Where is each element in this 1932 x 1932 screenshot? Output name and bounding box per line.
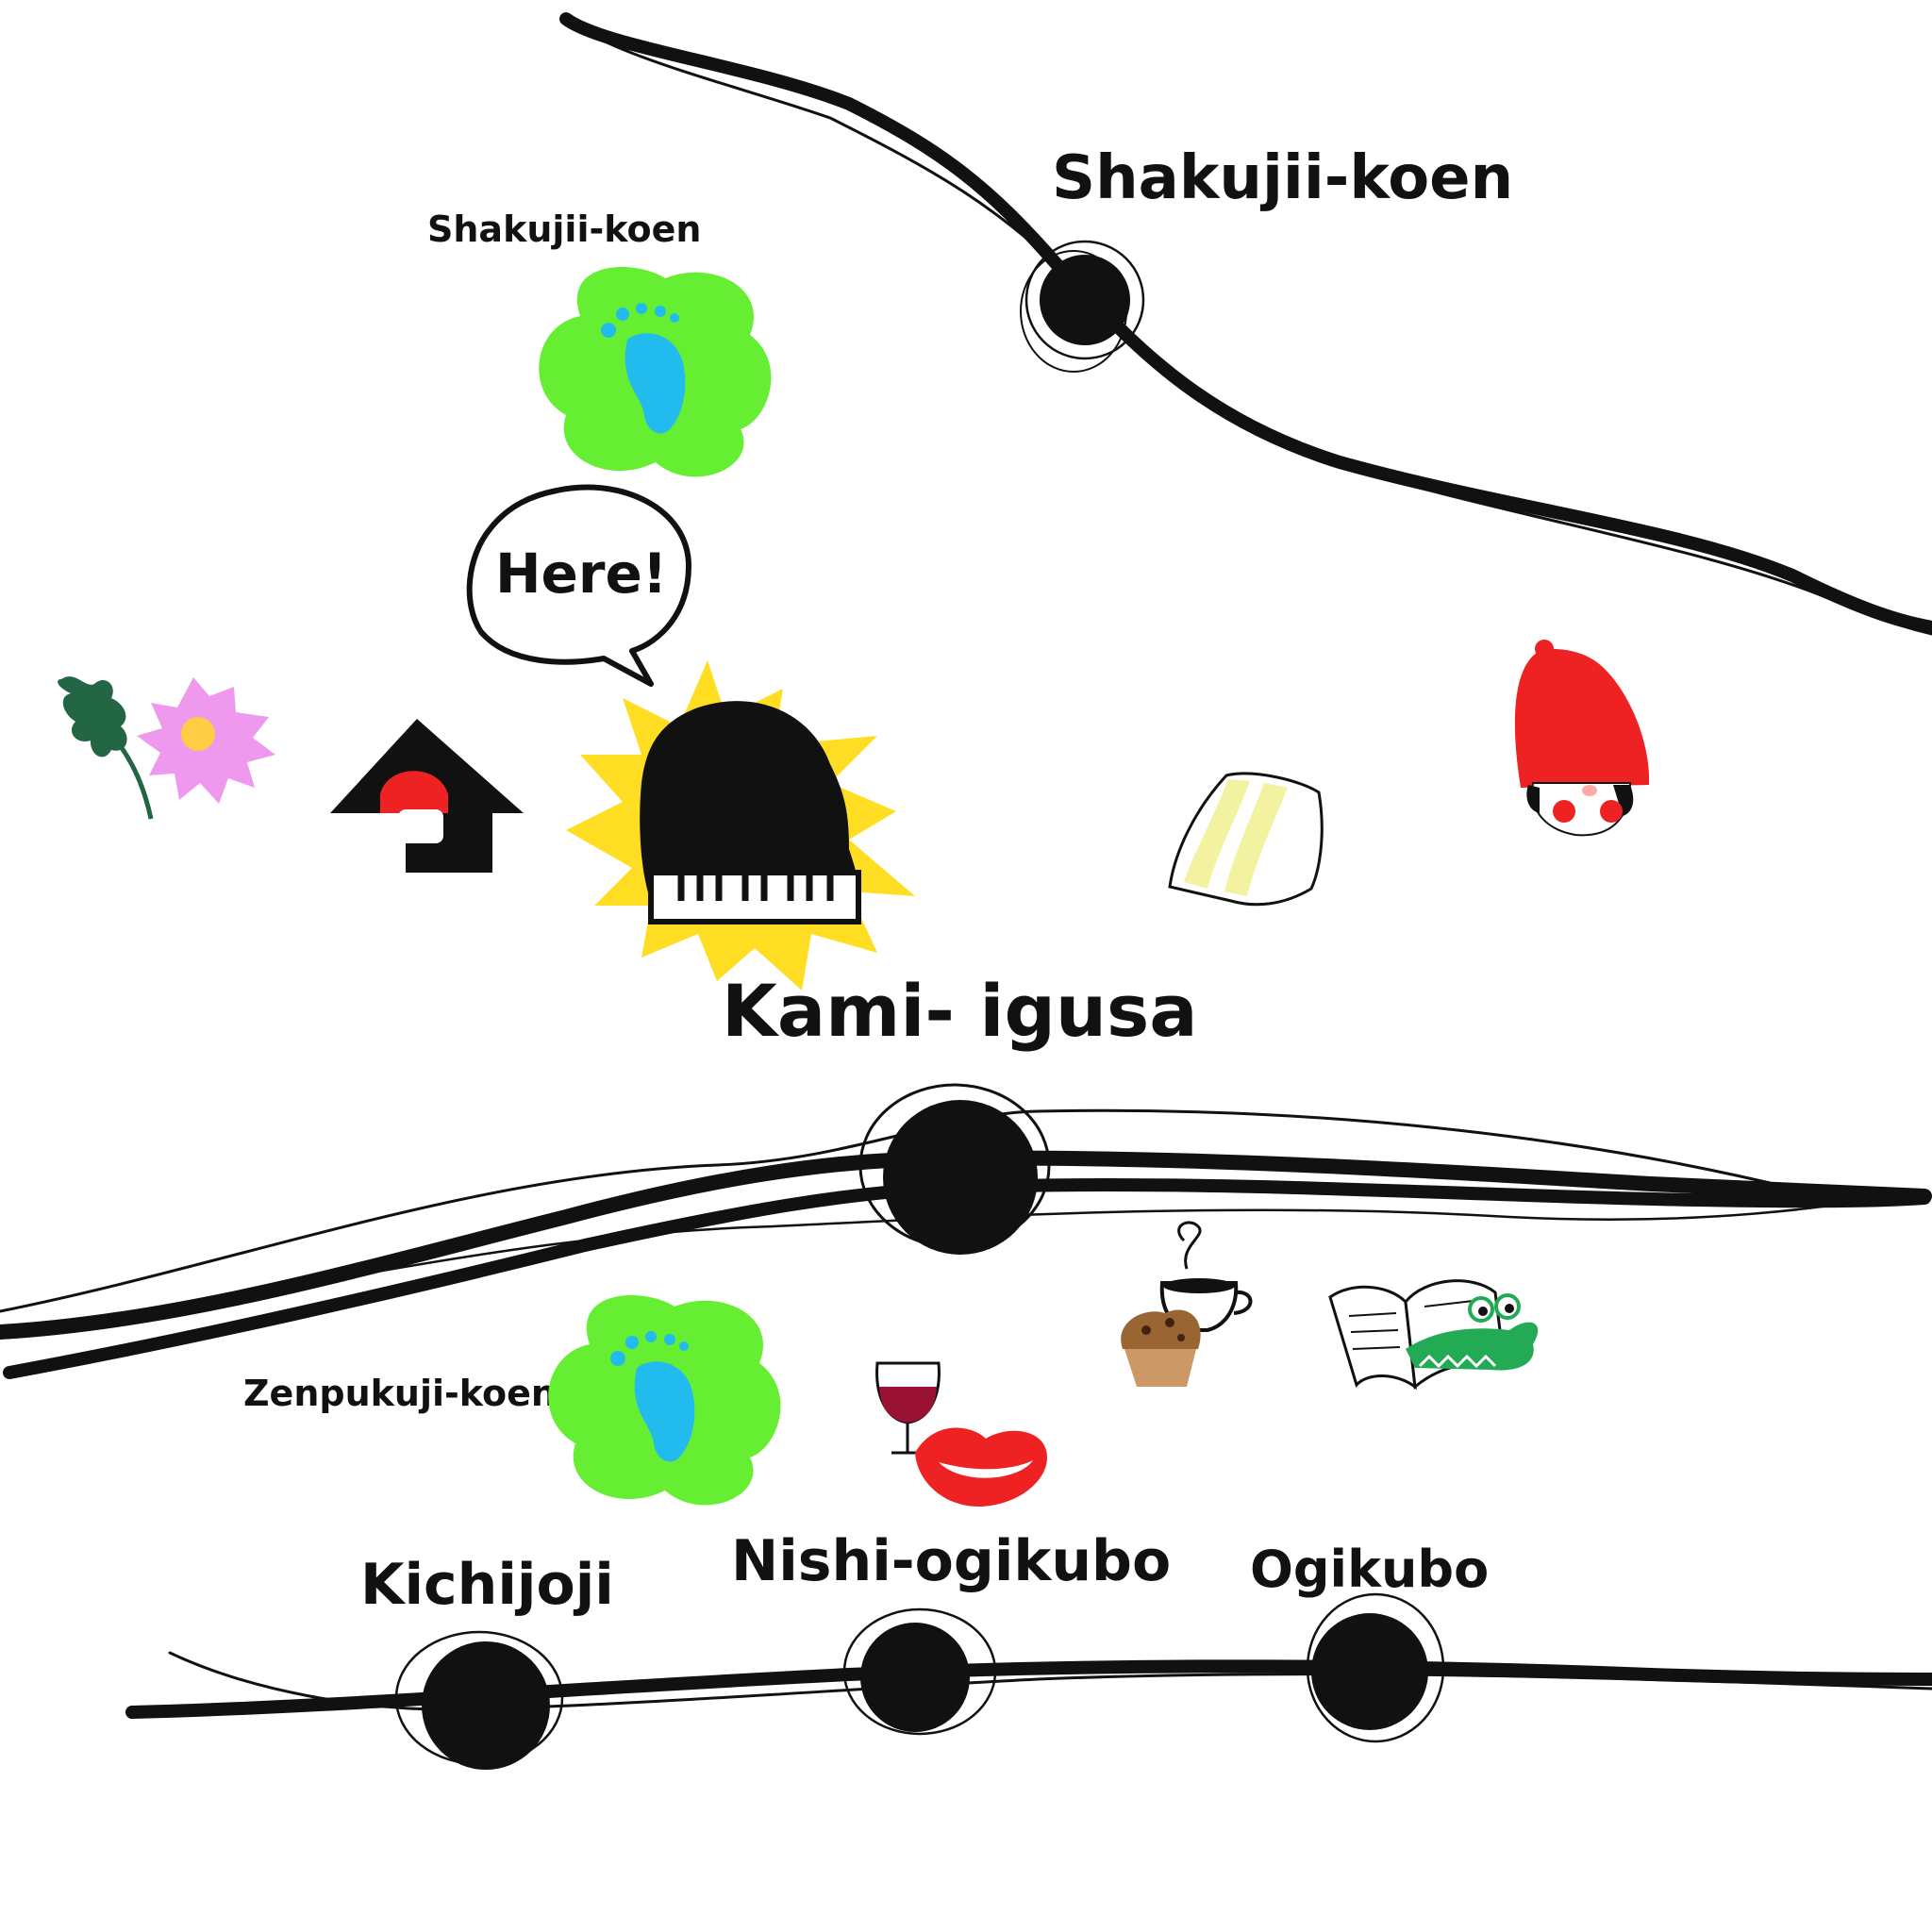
station-dot-nishi-ogikubo[interactable] <box>842 1607 997 1736</box>
station-dot-ogikubo[interactable] <box>1306 1592 1445 1743</box>
house-icon[interactable] <box>330 719 524 873</box>
park-label-zenpukuji-koen: Zenpukuji-koen <box>243 1373 557 1414</box>
girl-red-hat-icon[interactable] <box>1514 640 1650 837</box>
speech-bubble: Here! <box>466 484 691 687</box>
station-dot-shakujii-koen[interactable] <box>1020 240 1145 373</box>
crocodile-icon[interactable] <box>1406 1293 1539 1371</box>
flower-icon[interactable] <box>58 676 275 820</box>
piano-icon[interactable] <box>566 660 915 991</box>
station-label-ogikubo: Ogikubo <box>1250 1540 1489 1599</box>
footprint-park-icon[interactable] <box>539 267 772 477</box>
sandwich-icon[interactable] <box>1168 772 1324 907</box>
footprint-park-icon[interactable] <box>548 1295 781 1506</box>
rail-line-top <box>559 12 1932 636</box>
speech-bubble-text: Here! <box>495 541 667 606</box>
rail-line-bottom <box>125 1651 1932 1719</box>
park-label-shakujii-koen: Shakujii-koen <box>427 208 701 250</box>
station-dot-kami-igusa[interactable] <box>858 1083 1051 1255</box>
station-label-nishi-ogikubo: Nishi-ogikubo <box>731 1528 1171 1594</box>
station-label-shakujii-koen: Shakujii-koen <box>1052 143 1513 213</box>
station-dot-kichijoji[interactable] <box>394 1630 564 1770</box>
lips-icon[interactable] <box>915 1427 1047 1507</box>
station-label-kichijoji: Kichijoji <box>360 1552 614 1618</box>
muffin-icon[interactable] <box>1121 1309 1201 1387</box>
